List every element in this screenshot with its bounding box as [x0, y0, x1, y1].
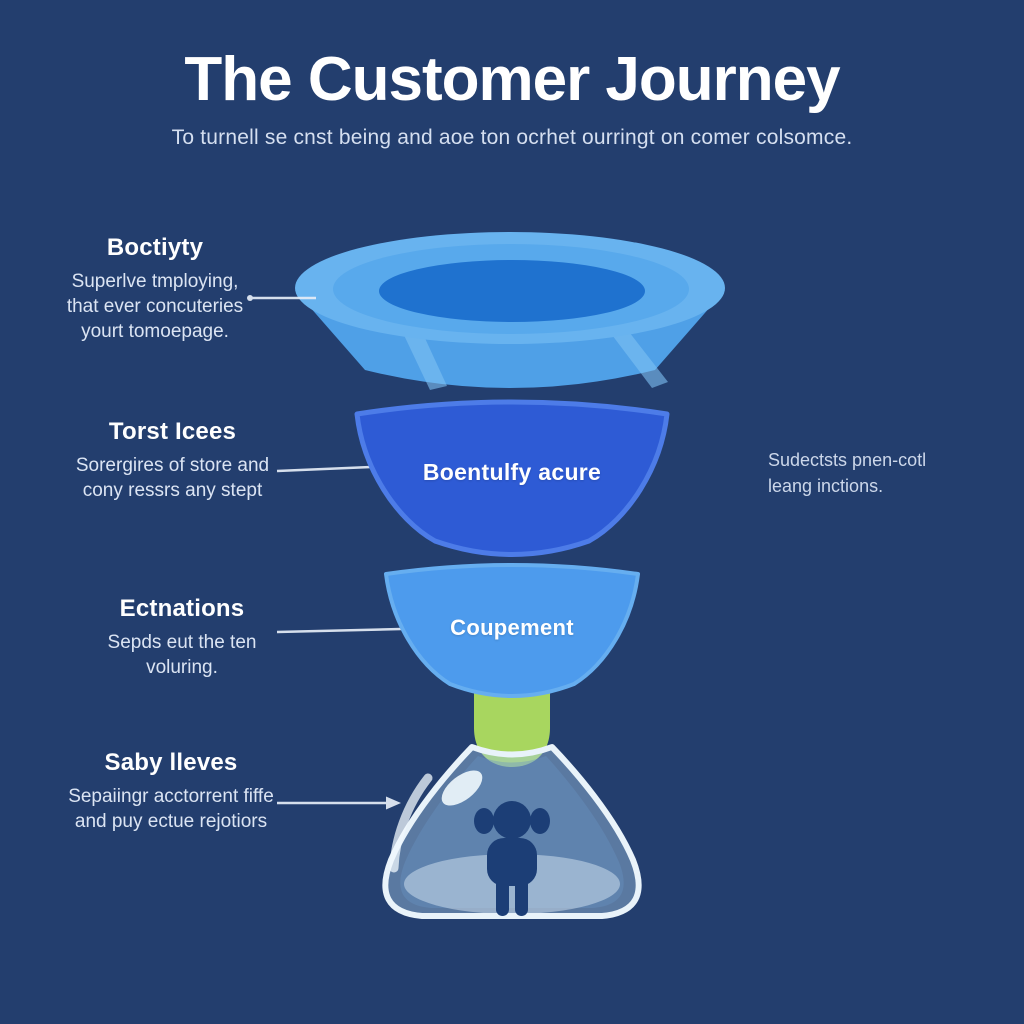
- stage-annotation-3: Ectnations Sepds eut the ten voluring.: [52, 595, 312, 680]
- funnel-stage3-shape: [384, 563, 640, 698]
- funnel-top-bowl: [295, 232, 725, 390]
- funnel-neck: [474, 680, 550, 767]
- connector-line-2: [276, 465, 372, 473]
- glass-dome: [382, 744, 642, 919]
- stage-annotation-4: Saby lleves Sepaiingr acctorrent fiffe a…: [35, 749, 307, 834]
- stage-4-heading: Saby lleves: [104, 749, 238, 776]
- dome-highlight-spot: [441, 770, 483, 806]
- funnel-stage2-label: Boentulfy acure: [422, 459, 602, 485]
- funnel-stage2-shape: [354, 399, 670, 557]
- side-note: Sudectsts pnen-cotl leang inctions.: [768, 450, 927, 497]
- stage-3-description: Sepds eut the ten voluring.: [107, 632, 257, 679]
- stage-1-description: Superlve tmploying, that ever concuterie…: [66, 271, 244, 343]
- connector-line-3: [276, 627, 402, 634]
- stage-2-heading: Torst Icees: [108, 418, 237, 445]
- bowl-hole: [379, 260, 645, 322]
- page-title: The Customer Journey: [184, 45, 840, 114]
- stage-annotation-2: Torst Icees Sorergires of store and cony…: [40, 418, 305, 503]
- dome-highlight-streak: [389, 773, 433, 873]
- stage-annotation-1: Boctiyty Superlve tmploying, that ever c…: [22, 234, 288, 344]
- connector-dot-1: [247, 295, 253, 301]
- stage-1-heading: Boctiyty: [106, 234, 204, 261]
- person-icon: [474, 801, 550, 916]
- page-subtitle: To turnell se cnst being and aoe ton ocr…: [171, 126, 853, 149]
- stage-3-heading: Ectnations: [119, 595, 245, 622]
- funnel-stage3-label: Coupement: [450, 615, 574, 640]
- arrow-icon: [386, 796, 401, 810]
- stage-2-description: Sorergires of store and cony ressrs any …: [75, 455, 270, 502]
- stage-4-description: Sepaiingr acctorrent fiffe and puy ectue…: [68, 786, 274, 833]
- connector-lines: [247, 295, 402, 810]
